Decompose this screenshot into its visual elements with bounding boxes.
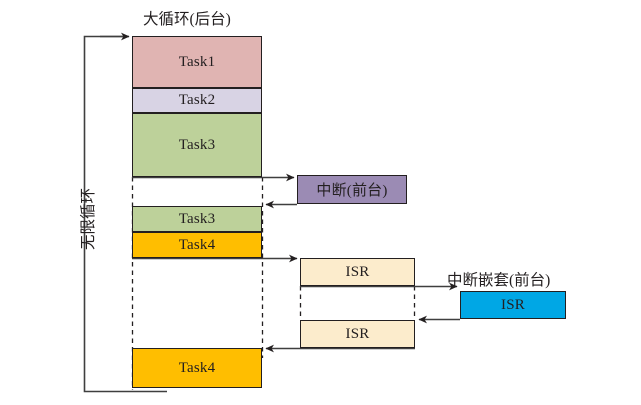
title-big-loop: 大循环(后台): [143, 11, 231, 28]
nested-interrupt-title: 中断嵌套(前台): [447, 272, 551, 289]
task-block-task4-resume: Task4: [132, 348, 262, 388]
task-block-task1: Task1: [132, 36, 262, 88]
interrupt-block: 中断(前台): [297, 175, 407, 204]
infinite-loop-label: 无限循环: [80, 187, 97, 250]
infinite-loop-bracket: [83, 32, 167, 393]
task-block-task3-resume: Task3: [132, 206, 262, 232]
task-block-task3-first: Task3: [132, 113, 262, 177]
nested-isr-block: ISR: [460, 291, 566, 319]
task-block-task2: Task2: [132, 88, 262, 113]
task-block-task4-first: Task4: [132, 232, 262, 258]
isr-block-upper: ISR: [300, 258, 415, 286]
isr-block-lower: ISR: [300, 320, 415, 348]
